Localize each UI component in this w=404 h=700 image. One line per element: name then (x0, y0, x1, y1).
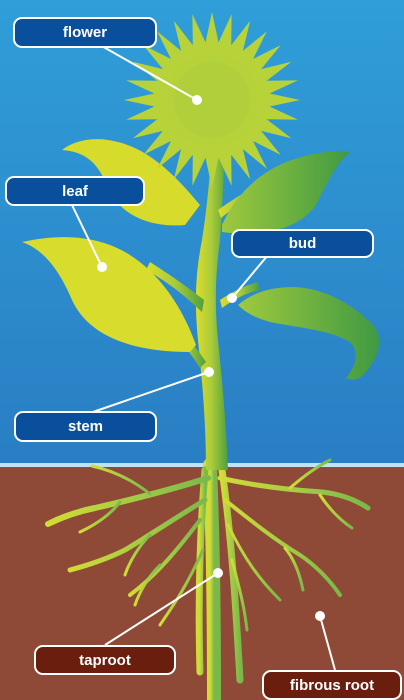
label-fibrous-root: fibrous root (262, 670, 402, 700)
dot-fibrous-root (315, 611, 325, 621)
label-flower: flower (13, 17, 157, 48)
dot-taproot (213, 568, 223, 578)
dot-leaf (97, 262, 107, 272)
taproot-shape (210, 465, 214, 700)
label-leaf: leaf (5, 176, 145, 206)
dot-stem (204, 367, 214, 377)
label-stem: stem (14, 411, 157, 442)
horizon-line (0, 463, 404, 467)
dot-bud (227, 293, 237, 303)
label-bud: bud (231, 229, 374, 258)
label-taproot: taproot (34, 645, 176, 675)
dot-flower (192, 95, 202, 105)
